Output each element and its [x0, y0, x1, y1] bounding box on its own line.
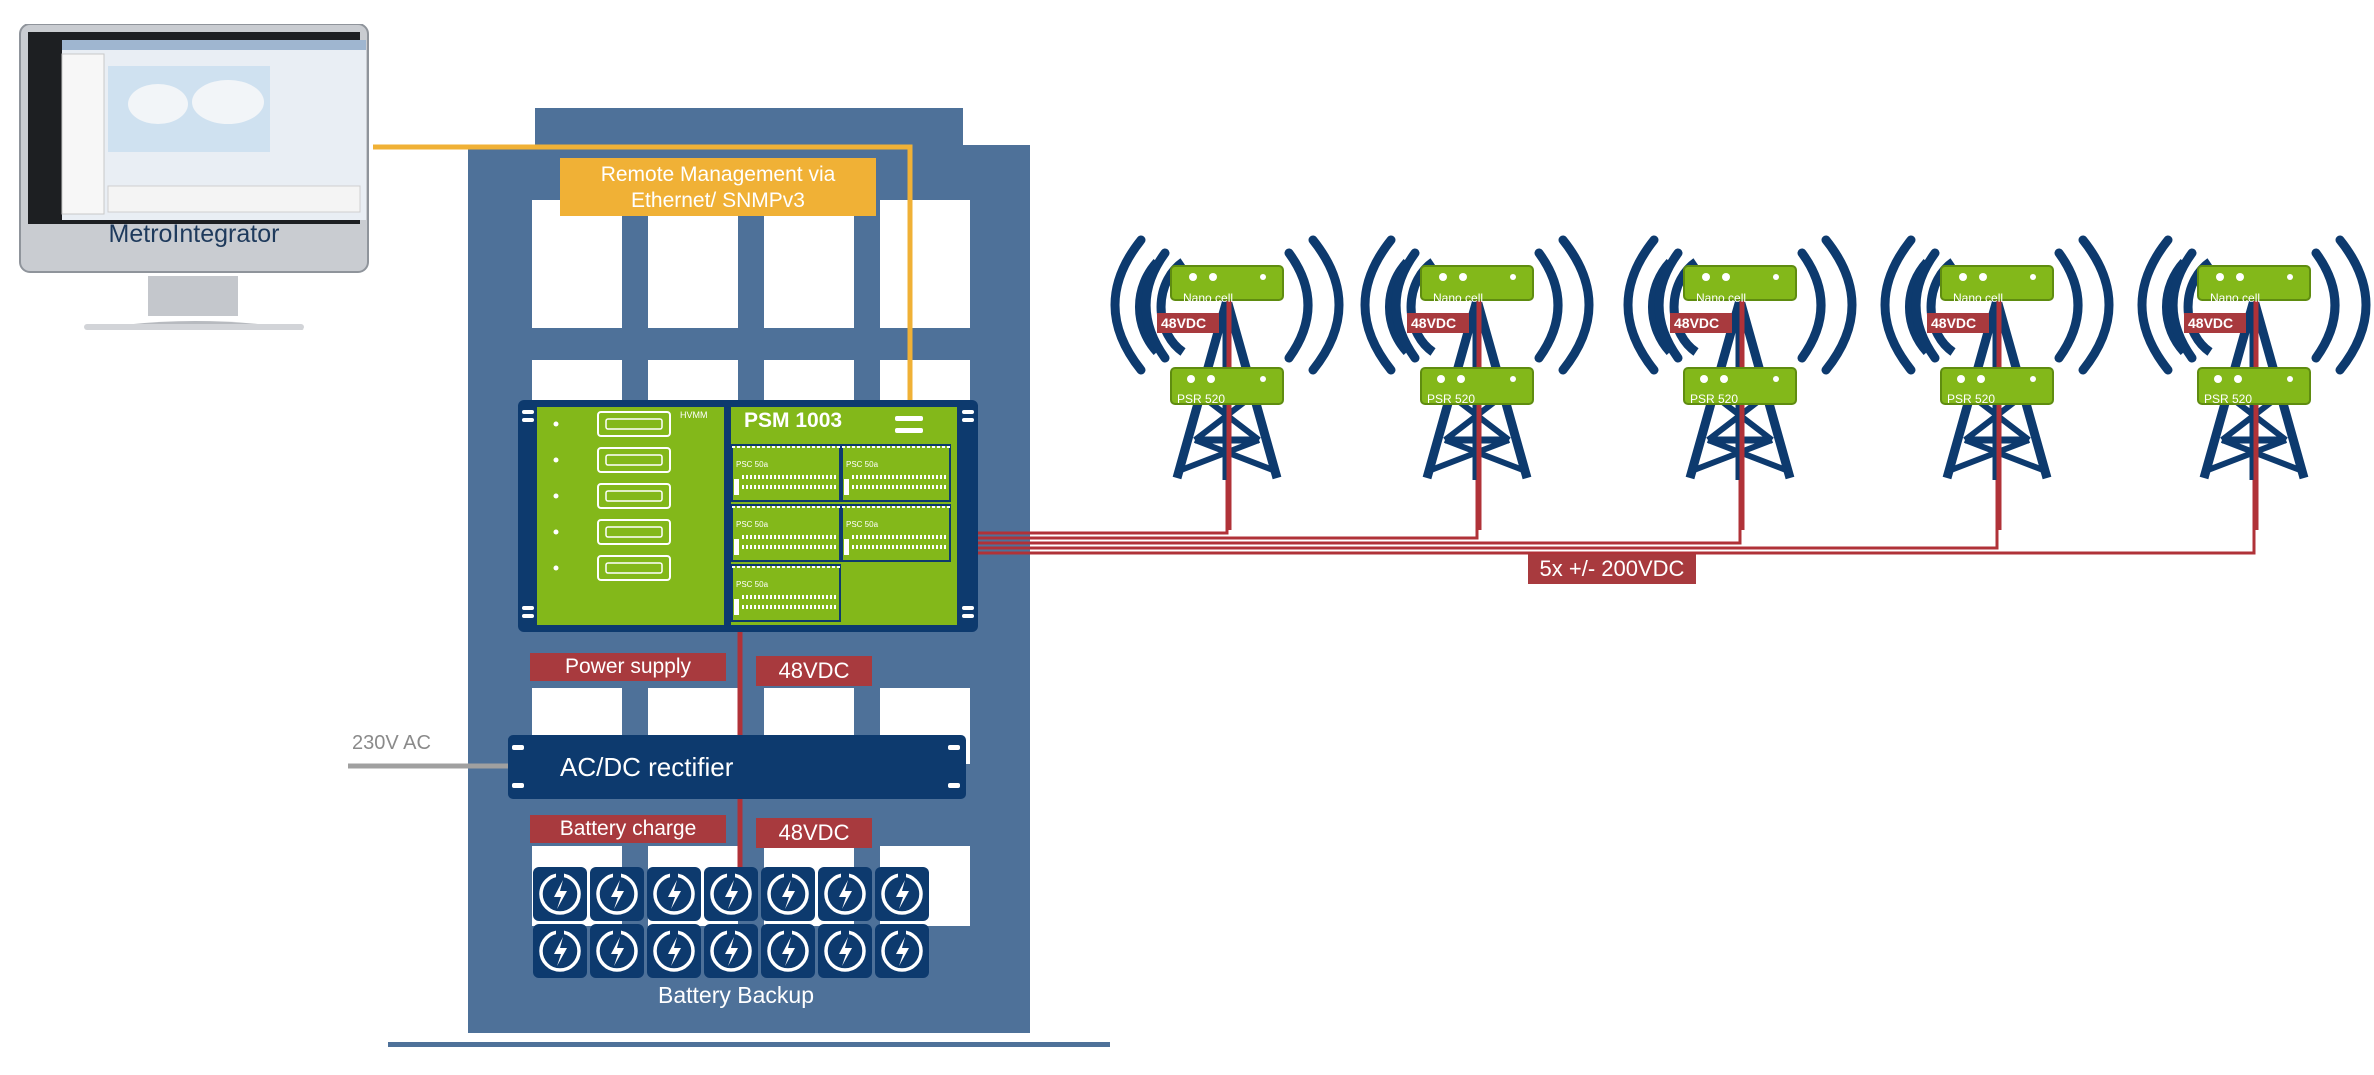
psr-box: [1683, 367, 1797, 405]
nano-cell-label: Nano cell: [1953, 291, 2004, 305]
remote-management-label: Remote Management via Ethernet/ SNMPv3: [560, 158, 876, 216]
battery-icon: [704, 924, 758, 978]
psr-box: [1420, 367, 1534, 405]
psc-module: PSC 50a: [841, 444, 951, 502]
nano-cell-label: Nano cell: [2210, 291, 2261, 305]
rectifier-unit: [508, 735, 966, 799]
battery-icon: [818, 867, 872, 921]
nano-cell-box: [1683, 265, 1797, 301]
battery-icon: [818, 924, 872, 978]
tower-vdc-label: 48VDC: [1161, 315, 1207, 331]
cell-tower-5: [2137, 235, 2371, 530]
monitor: MetroIntegrator: [18, 23, 370, 334]
svg-text:PSC 50a: PSC 50a: [736, 580, 769, 589]
nano-cell-box: [1940, 265, 2054, 301]
battery-icon: [875, 924, 929, 978]
battery-icon: [875, 867, 929, 921]
battery-icon: [761, 924, 815, 978]
battery-icon: [647, 867, 701, 921]
battery-icon: [533, 867, 587, 921]
feed-cables: [970, 480, 2256, 555]
ac-input-label: 230V AC: [352, 732, 431, 754]
battery-icon: [533, 924, 587, 978]
psr-label: PSR 520: [1947, 392, 1996, 406]
nano-cell-label: Nano cell: [1696, 291, 1747, 305]
rectifier-label: AC/DC rectifier: [560, 752, 734, 782]
battery-icon: [590, 867, 644, 921]
ethernet-cable: [373, 144, 913, 408]
psc-module: PSC 50a: [731, 444, 841, 502]
cell-tower-4: [1880, 235, 2114, 530]
window-0-2: [764, 200, 854, 328]
nano-cell-box: [2197, 265, 2311, 301]
monitor-graphic: [19, 23, 369, 330]
psc-module: PSC 50a: [731, 504, 841, 562]
cell-tower-1: [1110, 235, 1344, 530]
monitor-label: MetroIntegrator: [108, 220, 280, 248]
power-slot: [597, 447, 671, 473]
psm-brand: HVMM: [680, 410, 708, 420]
tower-vdc-label: 48VDC: [1931, 315, 1977, 331]
svg-text:PSC 50a: PSC 50a: [736, 460, 769, 469]
svg-text:PSC 50a: PSC 50a: [736, 520, 769, 529]
psr-box: [2197, 367, 2311, 405]
power-supply-label: Power supply: [530, 653, 726, 681]
battery-icon: [761, 867, 815, 921]
battery-icon: [704, 867, 758, 921]
tower-vdc-label: 48VDC: [2188, 315, 2234, 331]
remote-line-2: Ethernet/ SNMPv3: [631, 189, 805, 212]
psr-label: PSR 520: [1690, 392, 1739, 406]
window-0-0: [532, 200, 622, 328]
battery-icon: [590, 924, 644, 978]
vdc-upper-label: 48VDC: [756, 656, 872, 686]
battery-icon: [647, 924, 701, 978]
nano-cell-label: Nano cell: [1433, 291, 1484, 305]
psm-title: PSM 1003: [744, 409, 843, 432]
psr-label: PSR 520: [1427, 392, 1476, 406]
tower-vdc-label: 48VDC: [1674, 315, 1720, 331]
nano-cell-box: [1420, 265, 1534, 301]
psr-box: [1940, 367, 2054, 405]
psc-module: PSC 50a: [841, 504, 951, 562]
window-0-3: [880, 200, 970, 328]
battery-backup-label: Battery Backup: [658, 982, 814, 1008]
svg-text:PSC 50a: PSC 50a: [846, 520, 879, 529]
cell-tower-3: [1623, 235, 1857, 530]
psc-module: PSC 50a: [731, 564, 841, 622]
svg-text:PSC 50a: PSC 50a: [846, 460, 879, 469]
psr-box: [1170, 367, 1284, 405]
vdc-lower-label: 48VDC: [756, 818, 872, 848]
power-slot: [597, 483, 671, 509]
cell-towers: [1110, 235, 2371, 530]
feed-voltage-label: 5x +/- 200VDC: [1528, 554, 1696, 584]
power-slot: [597, 411, 671, 437]
psm-power-slots: [553, 411, 671, 581]
remote-line-1: Remote Management via: [600, 163, 836, 186]
power-slot: [597, 555, 671, 581]
battery-charge-label: Battery charge: [530, 815, 726, 843]
cell-tower-2: [1360, 235, 1594, 530]
ground-line: [388, 1042, 1110, 1047]
battery-bank: [533, 867, 929, 978]
power-slot: [597, 519, 671, 545]
psr-label: PSR 520: [1177, 392, 1226, 406]
tower-vdc-label: 48VDC: [1411, 315, 1457, 331]
nano-cell-label: Nano cell: [1183, 291, 1234, 305]
window-0-1: [648, 200, 738, 328]
psr-label: PSR 520: [2204, 392, 2253, 406]
nano-cell-box: [1170, 265, 1284, 301]
